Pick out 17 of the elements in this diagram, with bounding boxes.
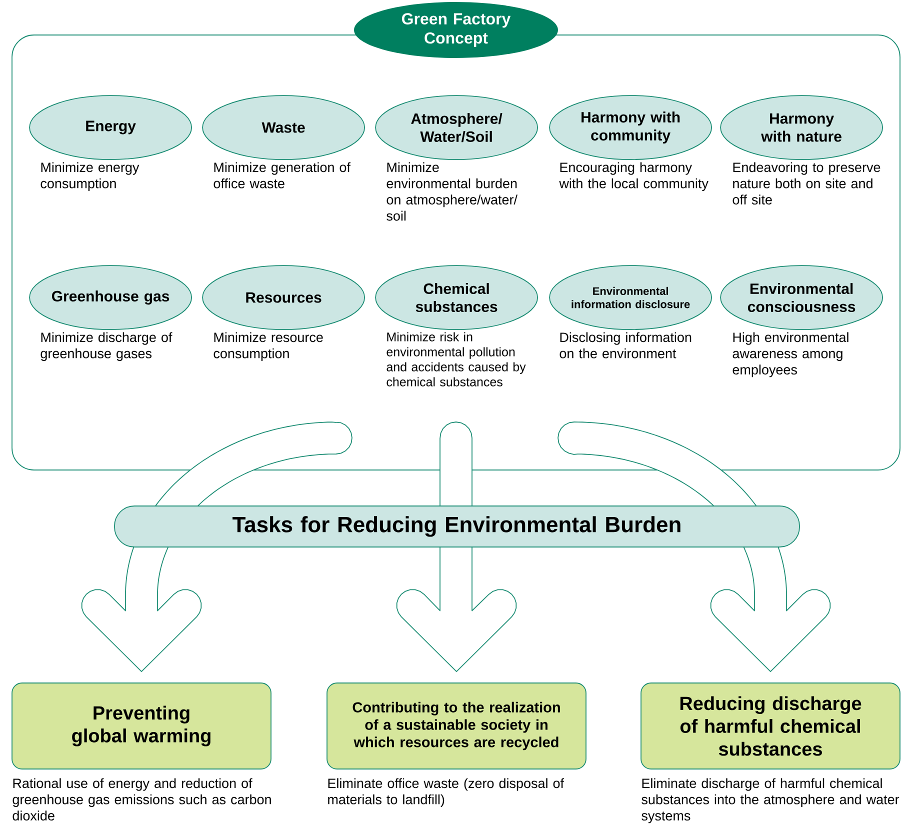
description-text: Disclosing information on the environment [560,332,692,358]
goal-box: Preventing global warming [12,682,272,770]
task-band: Tasks for Reducing Environmental Burden [114,506,800,548]
goal-box: Reducing discharge of harmful chemical substances [640,682,900,770]
description-text: Minimize energy consumption [40,162,140,191]
description-text: Minimize discharge of greenhouse gases [40,332,172,361]
description-text: Minimize resource consumption [214,332,323,361]
description-text: Endeavoring to preserve nature both on site and off site [732,162,880,204]
description-text: Encouraging harmony with the local community [559,162,708,191]
description-text: Eliminate office waste (zero disposal of materials to landfill) [328,778,564,807]
goal-box: Contributing to the realization of a sustainable society in which resources are recycled [326,682,586,770]
description-text: Minimize environmental burden on atmosphere/water/ soil [386,162,518,221]
description-text: Rational use of energy and reduction of greenhouse gas emissions such as carbon dioxide [12,778,271,820]
description-text: High environmental awareness among employees [732,332,848,378]
description-text: Minimize risk in environmental pollution and accidents caused by chemical substances [386,332,526,386]
description-text: Minimize generation of office waste [214,162,350,188]
description-text: Eliminate discharge of harmful chemical substances into the atmosphere and water systems [642,778,900,824]
